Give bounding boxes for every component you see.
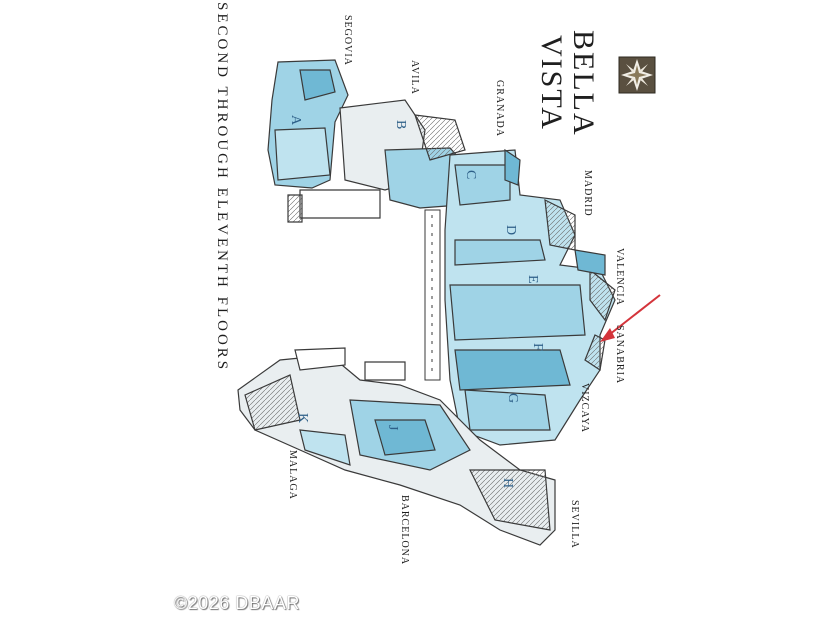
unit-label-avila: AVILA: [409, 60, 420, 95]
compass-logo: [618, 56, 656, 94]
brand-logo-line2: VISTA: [534, 35, 568, 131]
brand-line-1: BELLA: [567, 30, 600, 137]
brand-line-2: VISTA: [535, 35, 568, 131]
unit-label-valencia: VALENCIA: [614, 248, 625, 306]
brand-logo: BELLA: [566, 30, 600, 137]
unit-letter-b: B: [393, 120, 408, 131]
red-arrow-icon: [600, 294, 661, 342]
unit-letter-h: H: [500, 478, 515, 490]
unit-letter-g: G: [505, 393, 520, 405]
unit-letter-k: K: [295, 413, 310, 425]
floor-title: SECOND THROUGH ELEVENTH FLOORS: [214, 2, 230, 373]
upper-wing: [267, 59, 471, 223]
unit-letter-f: F: [530, 343, 545, 352]
unit-letter-j: J: [385, 425, 400, 432]
central-wing: [444, 148, 616, 446]
unit-label-granada: GRANADA: [494, 80, 505, 137]
unit-label-sevilla: SEVILLA: [569, 500, 580, 549]
copyright-watermark: ©2026 DBAAR: [174, 593, 300, 613]
unit-letter-d: D: [503, 225, 518, 237]
corridor: [424, 209, 441, 381]
unit-letter-a: A: [288, 115, 303, 127]
unit-label-vizcaya: VIZCAYA: [579, 383, 590, 433]
unit-label-segovia: SEGOVIA: [342, 15, 353, 66]
unit-letter-c: C: [463, 170, 478, 181]
unit-label-sanabria: SANABRIA: [614, 325, 625, 385]
unit-label-malaga: MALAGA: [287, 450, 298, 500]
unit-letter-e: E: [525, 275, 540, 285]
unit-label-barcelona: BARCELONA: [399, 495, 410, 566]
lower-wing: [237, 347, 556, 546]
unit-label-madrid: MADRID: [582, 170, 593, 217]
